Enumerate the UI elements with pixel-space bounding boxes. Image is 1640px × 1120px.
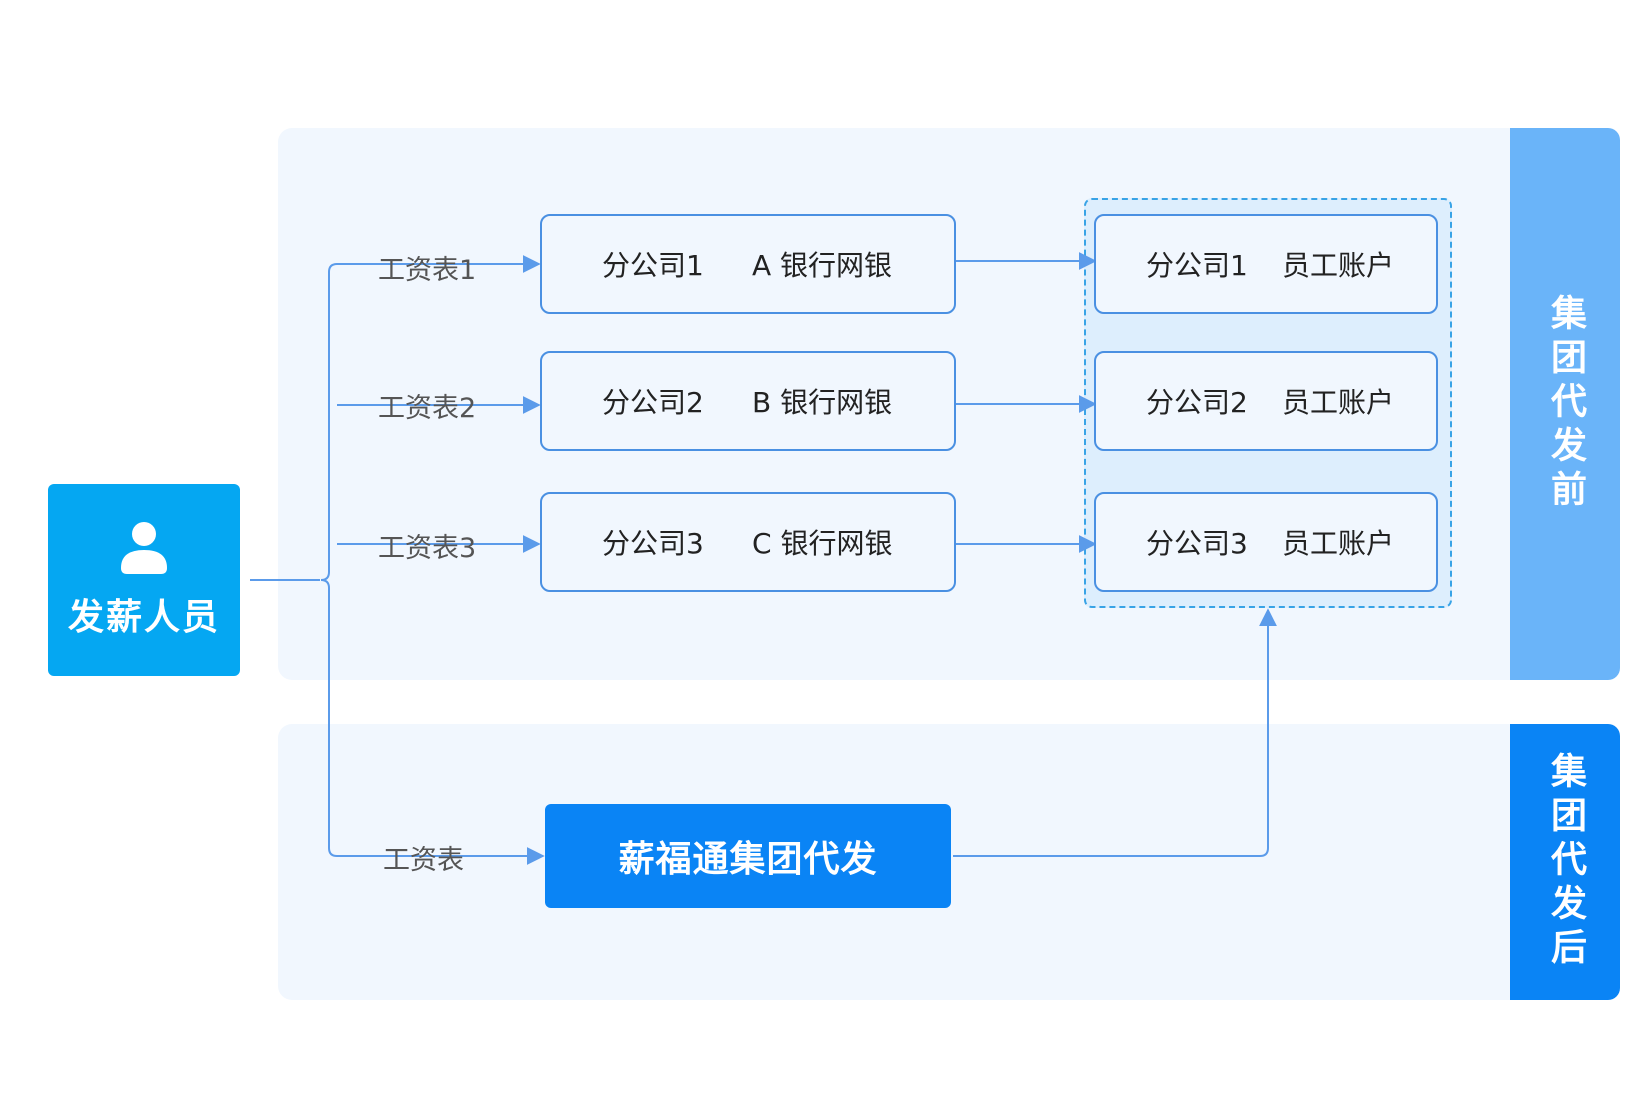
link-group-to-accounts <box>953 608 1277 857</box>
bank-node-2: 分公司2 B 银行网银 <box>540 351 956 451</box>
bank-node-bank: C 银行网银 <box>752 527 893 560</box>
account-node-1: 分公司1 员工账户 <box>1094 214 1438 314</box>
account-node-label: 员工账户 <box>1282 249 1395 282</box>
bank-node-company: 分公司1 <box>602 249 704 282</box>
account-node-label: 员工账户 <box>1282 527 1395 560</box>
group-platform-node: 薪福通集团代发 <box>545 804 951 908</box>
tab-before-label: 集团代发前 <box>1545 294 1586 514</box>
account-node-company: 分公司3 <box>1146 527 1248 560</box>
bank-node-1: 分公司1 A 银行网银 <box>540 214 956 314</box>
account-node-company: 分公司1 <box>1146 249 1248 282</box>
account-node-2: 分公司2 员工账户 <box>1094 351 1438 451</box>
tab-before: 集团代发前 <box>1510 128 1620 680</box>
bank-node-bank: B 银行网银 <box>752 386 893 419</box>
tab-after: 集团代发后 <box>1510 724 1620 1000</box>
branch-vertical <box>320 263 338 857</box>
payroll-label-1: 工资表1 <box>378 255 477 286</box>
account-node-label: 员工账户 <box>1282 386 1395 419</box>
bank-node-3: 分公司3 C 银行网银 <box>540 492 956 592</box>
tab-after-label: 集团代发后 <box>1545 752 1586 972</box>
payer-node: 发薪人员 <box>48 484 240 676</box>
payroll-label-group: 工资表 <box>383 845 464 876</box>
bank-node-bank: A 银行网银 <box>752 249 893 282</box>
bank-node-company: 分公司3 <box>602 527 704 560</box>
payroll-label-2: 工资表2 <box>378 393 477 424</box>
payer-label: 发薪人员 <box>67 597 220 638</box>
account-node-3: 分公司3 员工账户 <box>1094 492 1438 592</box>
user-icon <box>121 522 167 574</box>
account-node-company: 分公司2 <box>1146 386 1248 419</box>
group-platform-label: 薪福通集团代发 <box>618 839 878 880</box>
bank-node-company: 分公司2 <box>602 386 704 419</box>
payroll-label-3: 工资表3 <box>378 533 477 564</box>
